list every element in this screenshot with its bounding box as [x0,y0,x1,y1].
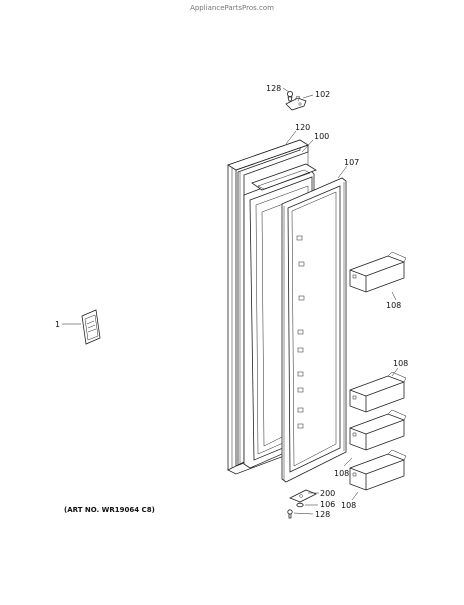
callout-108-a: 108 [386,301,401,310]
callout-200: 200 [320,489,335,498]
door-gasket [281,177,347,483]
callout-1: 1 [55,320,60,329]
top-hinge-assembly [282,87,314,111]
callout-108-d: 108 [341,501,356,510]
callout-106: 106 [320,500,335,509]
outer-door-shell [227,139,309,475]
watermark: AppliancePartsPros.com [190,4,274,12]
callout-120: 120 [295,123,310,132]
callout-100: 100 [314,132,329,141]
door-bin-3 [349,409,407,451]
door-bin-4 [349,449,407,491]
bottom-hinge-assembly [287,489,319,519]
part-1-label-card [62,309,101,345]
bin-support-clips [296,235,305,429]
callout-108-c: 108 [334,469,349,478]
callout-128-top: 128 [266,84,281,93]
door-bin-2 [349,371,407,413]
callout-107: 107 [344,158,359,167]
callout-102: 102 [315,90,330,99]
callout-128-bottom: 128 [315,510,330,519]
door-bin-1 [349,251,407,293]
callout-108-b: 108 [393,359,408,368]
art-number: (ART NO. WR19064 C8) [64,506,155,514]
